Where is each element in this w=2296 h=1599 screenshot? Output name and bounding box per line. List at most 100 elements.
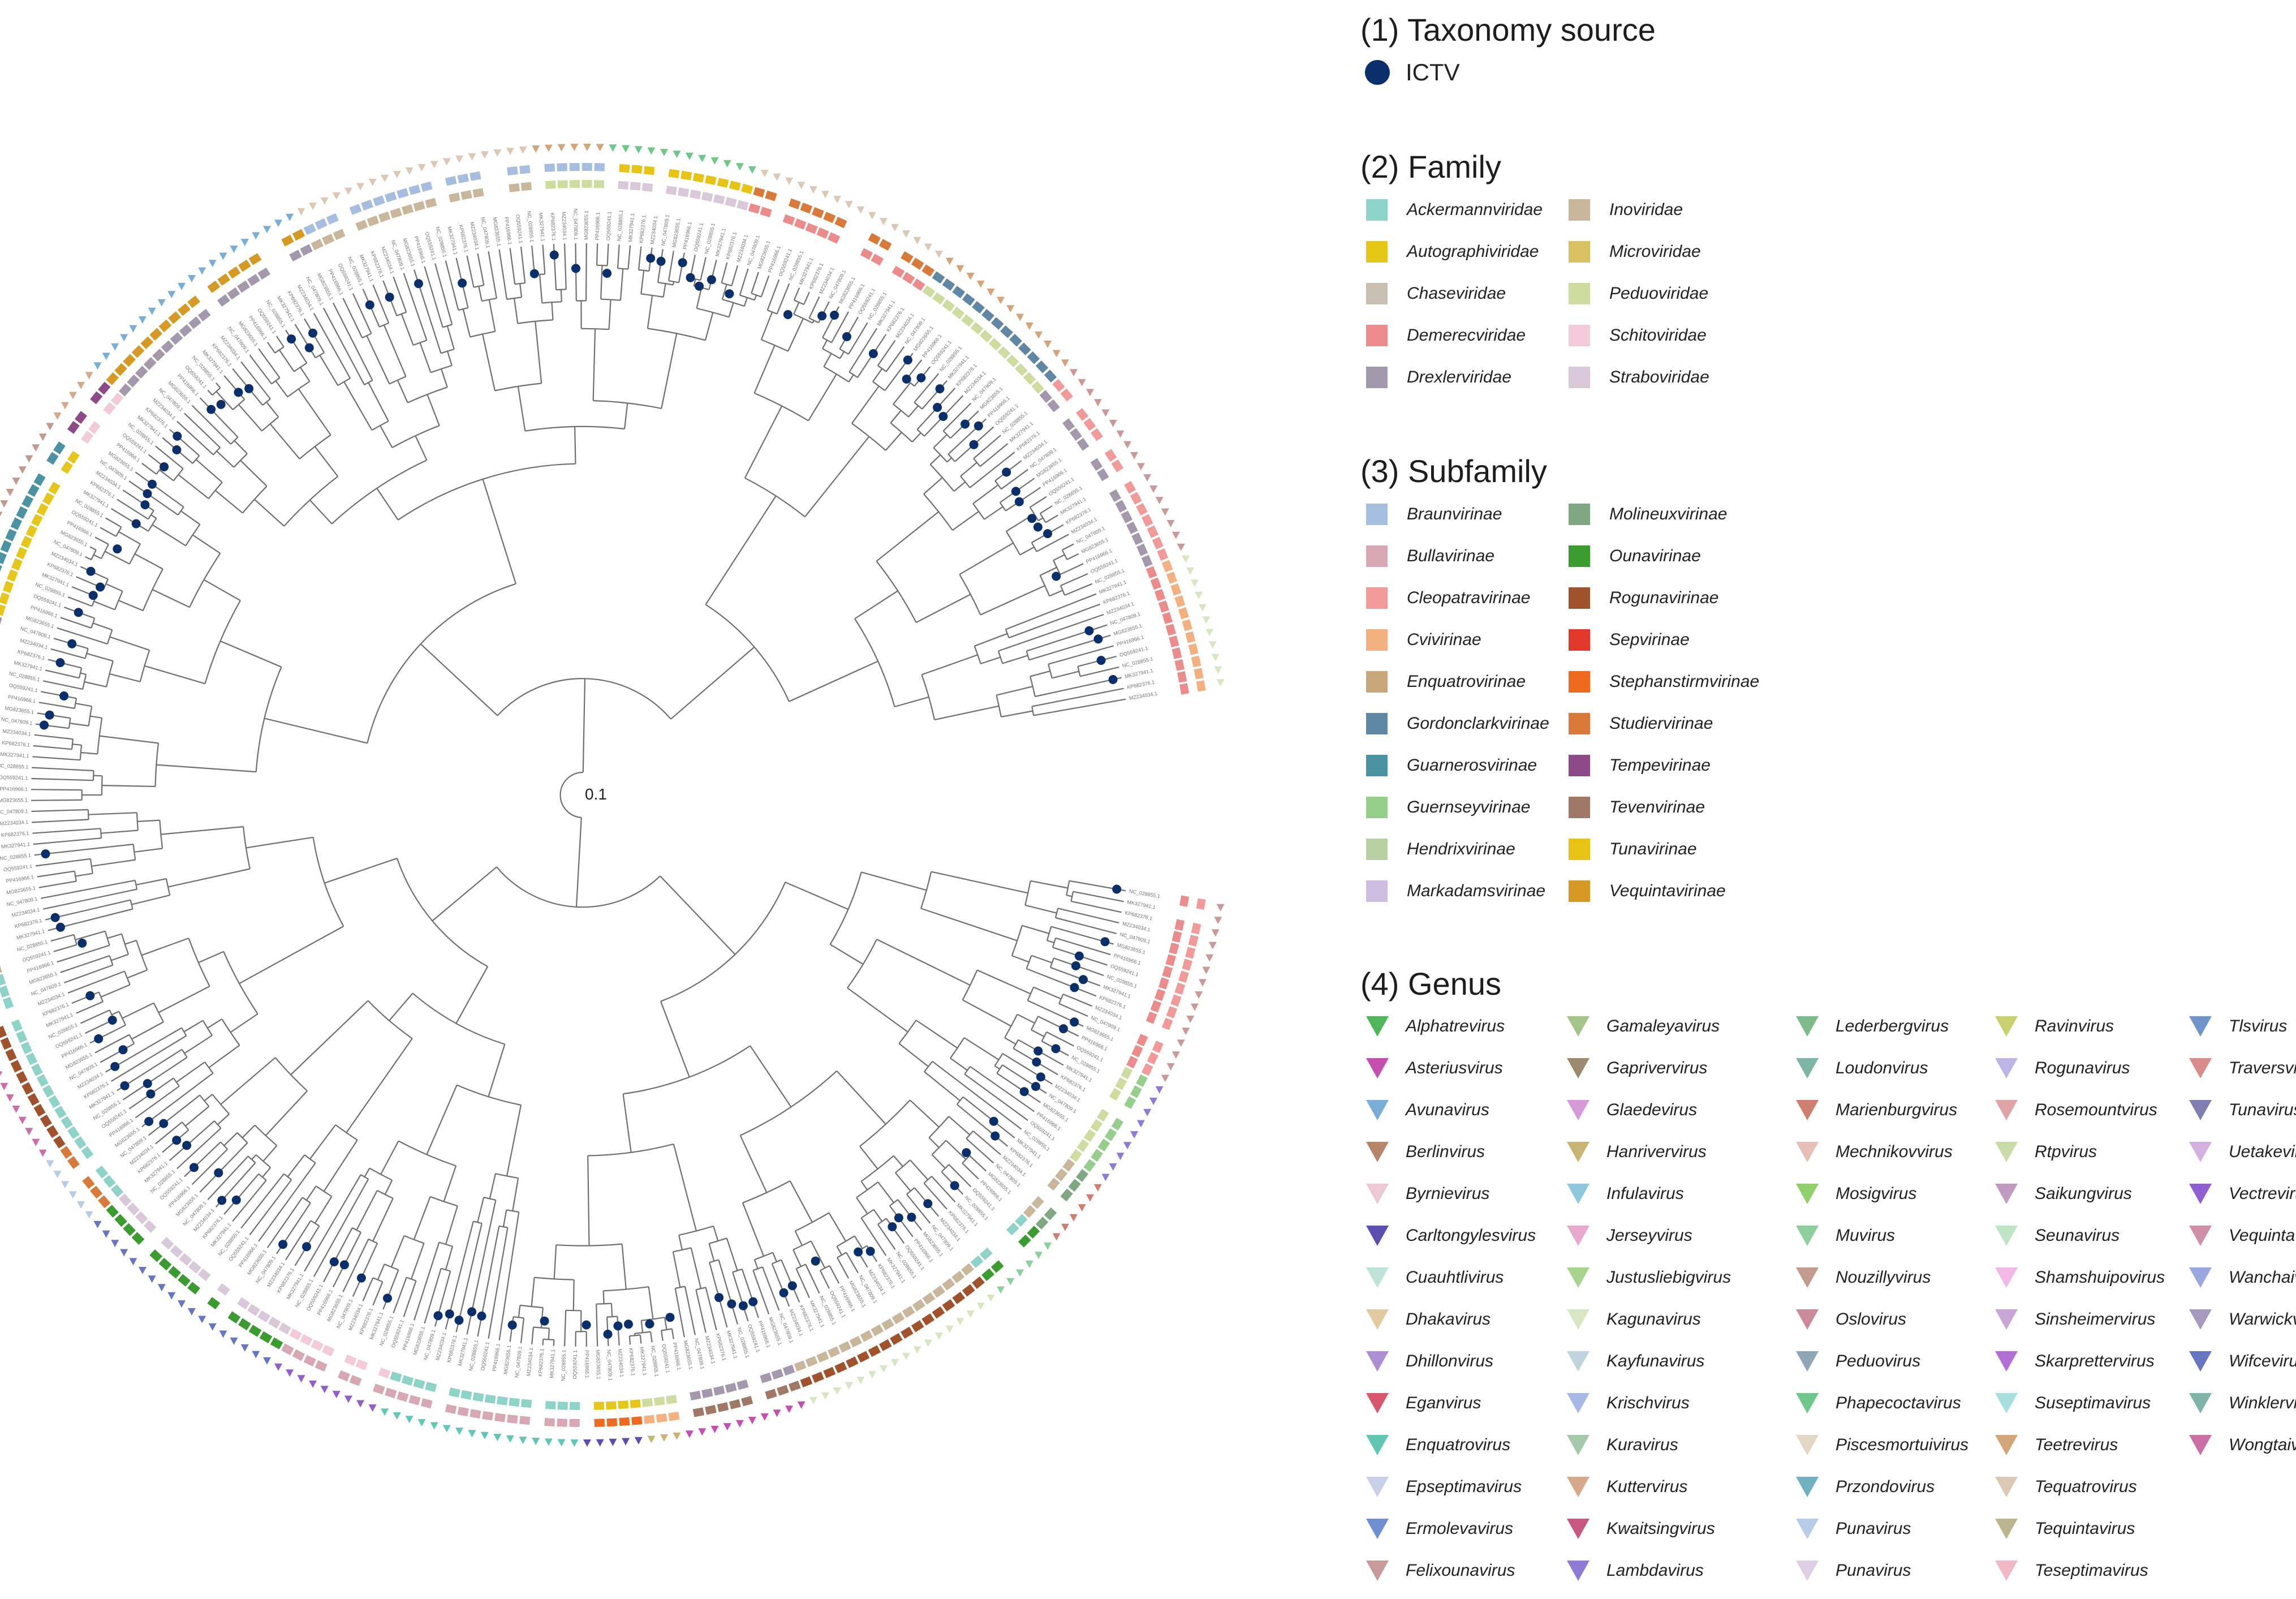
color-swatch-icon [1569,199,1590,221]
legend-item: Molineuxvirinae [1569,504,1727,525]
genus-marker-icon [710,1425,719,1433]
subfamily-cell [326,213,339,225]
genus-marker-icon [32,1138,40,1146]
tip-label: MK327941.1 [14,660,43,672]
subfamily-cell [1166,1006,1178,1018]
genus-marker-icon [286,213,294,221]
genus-marker-icon [53,412,62,420]
color-swatch-icon [1366,755,1388,776]
subfamily-cell [644,1415,655,1424]
genus-marker-icon [760,1413,769,1421]
legend-item-label: Seunavirus [2035,1226,2120,1245]
legend-item-label: Infulavirus [1606,1184,1684,1203]
subfamily-cell [123,1223,136,1236]
tip-label: OQ559241.1 [8,682,38,693]
family-cell [545,180,556,189]
subfamily-cell [981,1268,994,1281]
ictv-marker-icon [1002,467,1011,477]
family-cell [425,1382,437,1392]
genus-marker-icon [240,1344,249,1352]
subfamily-cell [656,1413,667,1423]
genus-marker-icon [506,1435,514,1443]
legend-item: Cuauhtlivirus [1365,1266,1504,1289]
family-cell [641,183,653,192]
ictv-marker-icon [454,1316,464,1325]
legend-item: Uetakevirus [2188,1141,2296,1163]
legend-item-label: Ackermannviridae [1407,200,1543,219]
triangle-marker-icon [2189,1142,2212,1162]
ictv-marker-icon [1033,522,1043,532]
genus-marker-icon [868,212,876,220]
subfamily-cell [932,1306,945,1319]
genus-marker-icon [660,1434,668,1442]
scale-label: 0.1 [585,785,607,803]
genus-marker-icon [368,1404,377,1412]
ictv-marker-icon [77,938,87,948]
tip-label: MK327941.1 [714,227,727,257]
ictv-marker-icon [1031,1082,1040,1091]
triangle-marker-icon [1567,1100,1589,1120]
family-cell [951,307,965,320]
subfamily-cell [1104,449,1117,462]
subfamily-cell [1147,1052,1158,1065]
genus-marker-icon [85,1211,93,1219]
genus-marker-icon [1166,520,1175,527]
legend-item-label: Dhakavirus [1406,1310,1491,1329]
tip-label: MZ234034.1 [704,1335,716,1365]
ictv-marker-icon [665,1313,675,1322]
family-cell [1115,1077,1127,1090]
triangle-marker-icon [1796,1058,1819,1078]
family-cell [1055,1168,1068,1181]
subfamily-cell [67,1156,80,1169]
ictv-marker-icon [645,1319,654,1329]
legend-item-label: Kuttervirus [1606,1477,1688,1496]
subfamily-cell [765,190,777,201]
family-cell [11,1019,23,1032]
legend-item: Asteriusvirus [1365,1057,1503,1080]
legend-item-label: Kuravirus [1606,1435,1678,1454]
genus-marker-icon [1186,568,1195,575]
ictv-marker-icon [339,1260,349,1270]
genus-marker-icon [868,1371,876,1379]
family-cell [161,1237,174,1250]
tip-label: KP682376.1 [725,231,738,260]
subfamily-cell [800,203,813,214]
legend-item-label: Wongtaivirus [2229,1435,2296,1454]
genus-marker-icon [1202,616,1211,624]
ictv-marker-icon [990,1131,1000,1141]
genus-marker-icon [240,239,249,247]
tip-label: NC_028855.1 [704,222,716,254]
family-cell [1171,647,1182,659]
tip-label: NC_047809.1 [20,625,51,639]
subfamily-cell [692,1407,705,1417]
subfamily-cell [811,207,824,218]
triangle-marker-icon [1796,1226,1819,1246]
family-cell [970,321,984,335]
legend-item: Demerecviridae [1366,325,1526,346]
genus-marker-icon [85,372,93,380]
legend-item: Sinsheimervirus [1994,1308,2155,1331]
triangle-marker-icon [1366,1477,1389,1497]
ictv-marker-icon [172,1136,182,1145]
family-cell [912,278,925,291]
genus-marker-icon [976,1303,985,1310]
family-cell [1155,588,1166,601]
genus-marker-icon [760,170,769,178]
subfamily-cell [149,1249,163,1262]
legend-item-label: Saikungvirus [2035,1184,2132,1203]
genus-marker-icon [25,1128,33,1136]
genus-marker-icon [230,1337,238,1345]
family-cell [257,1310,271,1323]
family-cell [630,1399,641,1408]
tip-label: MZ234034.1 [469,221,480,251]
legend-item-label: Wanchaivirus [2229,1268,2296,1287]
family-cell [74,1136,87,1149]
subfamily-cell [21,495,34,508]
ictv-marker-icon [1014,497,1024,506]
subfamily-cell [942,1299,955,1312]
legend-item-label: Berlinvirus [1406,1142,1485,1161]
legend-item: Byrnievirus [1365,1183,1489,1205]
subfamily-cell [27,1093,40,1106]
subfamily-cell [5,528,17,541]
tip-label: NC_047809.1 [606,1349,613,1381]
